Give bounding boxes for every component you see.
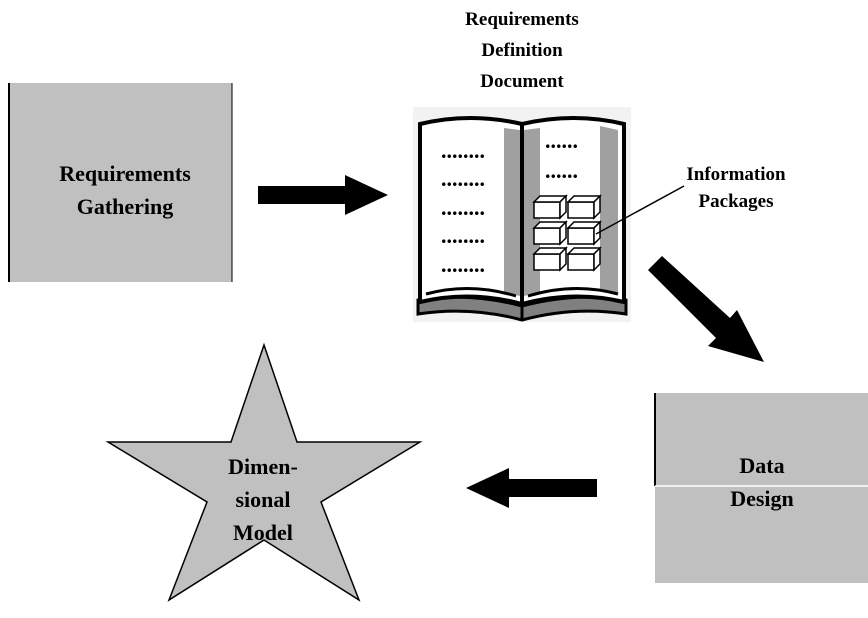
cube-icon bbox=[566, 220, 602, 246]
requirements-gathering-label-line2: Gathering bbox=[77, 194, 174, 219]
rdd-title-line1: Requirements bbox=[465, 9, 579, 30]
rdd-title-line3: Document bbox=[480, 71, 564, 92]
book-icon: ........ ........ ........ ........ ....… bbox=[413, 107, 631, 322]
requirements-definition-document-title: Requirements Definition Document bbox=[465, 9, 579, 92]
right-page-text-lines: ...... ...... bbox=[545, 128, 578, 183]
cube-icon bbox=[532, 194, 568, 220]
arrow-diagonal-icon bbox=[648, 256, 764, 362]
cube-icon bbox=[566, 194, 602, 220]
dot-line: ...... bbox=[545, 158, 578, 183]
rdd-title-line2: Definition bbox=[481, 40, 563, 61]
data-design-label-line1: Data bbox=[739, 453, 784, 478]
requirements-gathering-box bbox=[9, 83, 232, 282]
information-packages-label-line2: Packages bbox=[699, 191, 774, 212]
cube-icon bbox=[532, 246, 568, 272]
dimensional-model-label-line3: Model bbox=[233, 520, 293, 545]
dot-line: ........ bbox=[441, 195, 485, 220]
star-icon bbox=[105, 342, 423, 602]
data-design-box bbox=[655, 393, 868, 583]
dot-line: ........ bbox=[441, 223, 485, 248]
dimensional-model-label-line2: sional bbox=[235, 487, 290, 512]
data-design-label-line2: Design bbox=[730, 486, 794, 511]
arrow-left-icon bbox=[466, 468, 597, 508]
cube-icon bbox=[532, 220, 568, 246]
dot-line: ........ bbox=[441, 166, 485, 191]
dimensional-model-label-line1: Dimen- bbox=[228, 454, 298, 479]
information-packages-callout: Information Packages bbox=[595, 164, 786, 235]
requirements-gathering-node: Requirements Gathering bbox=[8, 83, 233, 282]
left-page-text-lines: ........ ........ ........ ........ ....… bbox=[441, 138, 485, 277]
dot-line: ........ bbox=[441, 138, 485, 163]
dot-line: ...... bbox=[545, 128, 578, 153]
callout-leader-line bbox=[595, 185, 685, 235]
information-packages-label-line1: Information bbox=[686, 164, 786, 185]
data-design-node: Data Design bbox=[654, 393, 868, 583]
cube-icon bbox=[566, 246, 602, 272]
dimensional-model-node: Dimen- sional Model bbox=[105, 342, 423, 602]
arrow-right-icon bbox=[258, 175, 388, 215]
information-packages-cubes bbox=[532, 194, 602, 272]
requirements-gathering-label-line1: Requirements bbox=[59, 161, 191, 186]
dot-line: ........ bbox=[441, 252, 485, 277]
